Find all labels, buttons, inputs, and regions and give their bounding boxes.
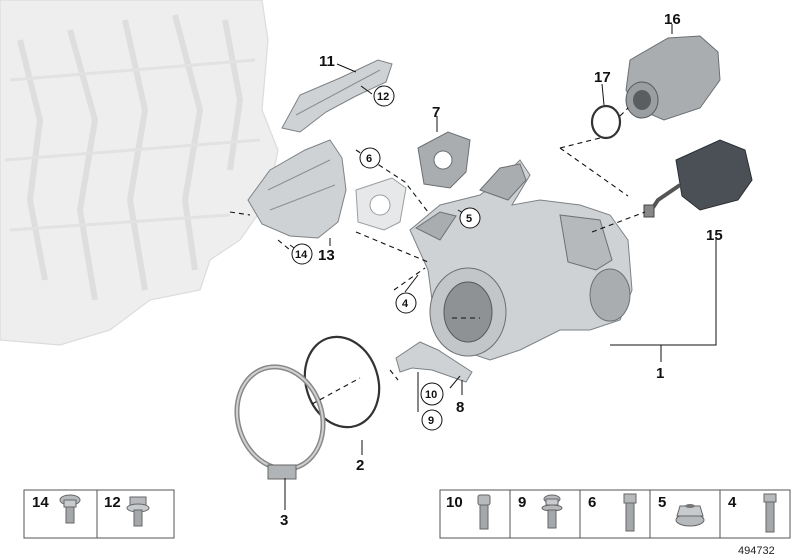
hardware-label-9: 9: [518, 494, 526, 511]
hardware-label-6: 6: [588, 494, 596, 511]
callout-circle-4: [395, 292, 417, 314]
callout-circle-5: [459, 207, 481, 229]
callout-5: 5: [466, 213, 472, 225]
bolt-14-icon: [59, 494, 81, 524]
engine-block: [0, 0, 279, 346]
bolt-9-icon: [541, 494, 563, 529]
hardware-label-10: 10: [446, 494, 463, 511]
callout-16: 16: [664, 11, 681, 28]
sealing-ring-part-2: [303, 335, 381, 429]
callout-8: 8: [456, 399, 464, 416]
hardware-label-12: 12: [104, 494, 121, 511]
bolt-6-icon: [623, 493, 637, 532]
callout-circle-6: [359, 147, 381, 169]
gasket-part-7: [417, 131, 471, 189]
callout-2: 2: [356, 457, 364, 474]
heat-shield-part-11: [281, 59, 393, 133]
nut-5-icon: [675, 504, 705, 527]
callout-circle-10: [420, 382, 444, 406]
callout-12: 12: [377, 91, 389, 103]
turbocharger-part-1: [409, 159, 633, 361]
v-band-clamp-part-3: [234, 364, 326, 480]
hardware-label-4: 4: [728, 494, 737, 511]
callout-11: 11: [319, 53, 335, 70]
bolt-10-icon: [477, 494, 491, 530]
callouts: 11 12 7 6 5 4 14 13 16 17 15 1 2 3 8 10 …: [280, 11, 723, 529]
bolt-12-icon: [126, 496, 150, 527]
callout-17: 17: [594, 69, 611, 86]
actuator-part-15: [643, 139, 753, 218]
callout-14: 14: [295, 249, 308, 261]
callout-15: 15: [706, 227, 723, 244]
callout-4: 4: [402, 298, 409, 310]
callout-circle-9: [421, 409, 443, 431]
hardware-box-right: 10 9 6 5 4: [439, 489, 791, 539]
heat-shield-part-13: [247, 139, 347, 239]
hardware-label-14: 14: [32, 494, 49, 511]
valve-part-16: [625, 35, 721, 121]
callout-13: 13: [318, 247, 335, 264]
gasket-part-6: [355, 177, 407, 231]
callout-circle-14: [291, 243, 313, 265]
callout-circle-12: [373, 85, 395, 107]
callout-10: 10: [425, 389, 437, 401]
bolt-4-icon: [763, 493, 777, 533]
callout-1: 1: [656, 365, 664, 382]
callout-9: 9: [428, 415, 434, 427]
o-ring-part-17: [590, 104, 622, 140]
callout-6: 6: [366, 153, 372, 165]
bracket-part-8: [395, 341, 473, 383]
callout-7: 7: [432, 104, 440, 121]
hardware-label-5: 5: [658, 494, 666, 511]
image-number: 494732: [738, 545, 775, 557]
hardware-box-left: 14 12: [23, 489, 175, 539]
callout-3: 3: [280, 512, 288, 529]
